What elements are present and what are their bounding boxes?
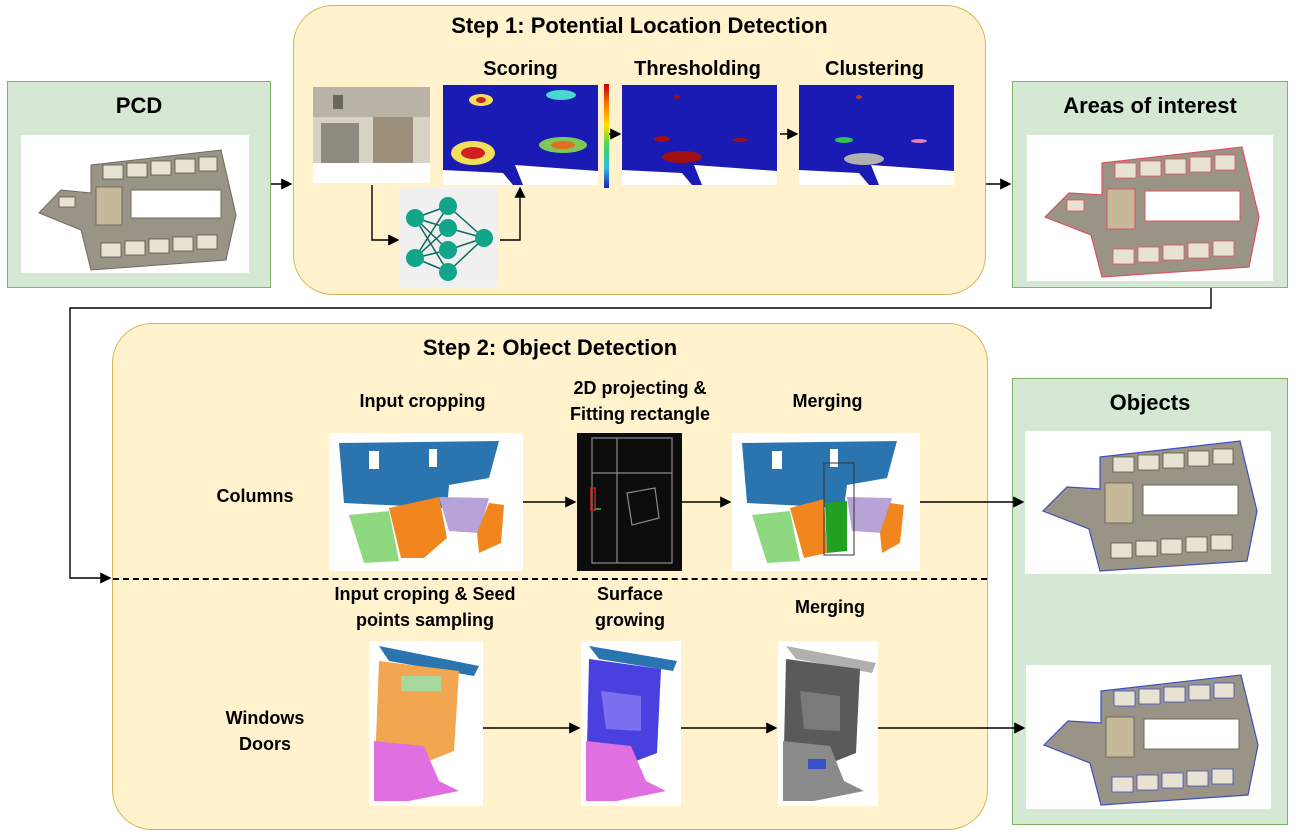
step2-divider bbox=[113, 578, 987, 580]
step2-title: Step 2: Object Detection bbox=[422, 335, 678, 360]
input-cropping-label: Input cropping bbox=[359, 391, 486, 411]
scoring-label: Scoring bbox=[483, 58, 558, 80]
nn-icon bbox=[400, 188, 498, 287]
thresholding-map bbox=[622, 85, 777, 185]
input-cropping-pointcloud bbox=[329, 433, 523, 571]
objects-floorplan-image-columns bbox=[1025, 431, 1271, 574]
thresholding-label: Thresholding bbox=[634, 58, 761, 80]
areas-title: Areas of interest bbox=[1063, 93, 1237, 118]
merging-columns-pointcloud bbox=[732, 433, 920, 571]
scoring-heatmap bbox=[443, 85, 598, 185]
pcd-title: PCD bbox=[115, 93, 163, 118]
projecting-label-1: 2D projecting & bbox=[573, 378, 707, 398]
surface-label-1: Surface bbox=[596, 584, 664, 604]
surface-label-2: growing bbox=[595, 610, 665, 630]
areas-floorplan-image bbox=[1027, 135, 1273, 281]
objects-floorplan-image-openings bbox=[1026, 665, 1271, 809]
merging-openings-pointcloud bbox=[778, 641, 878, 806]
clustering-map bbox=[799, 85, 954, 185]
step1-title: Step 1: Potential Location Detection bbox=[451, 13, 828, 38]
objects-title: Objects bbox=[1109, 390, 1191, 415]
clustering-label: Clustering bbox=[825, 58, 924, 80]
colorbar bbox=[604, 84, 609, 188]
merging-top-label: Merging bbox=[792, 391, 863, 411]
projecting-label-2: Fitting rectangle bbox=[569, 404, 710, 424]
seed-sampling-pointcloud bbox=[369, 641, 483, 806]
columns-label: Columns bbox=[216, 486, 294, 506]
seed-label-1: Input croping & Seed bbox=[334, 584, 516, 604]
merging-bottom-label: Merging bbox=[795, 597, 865, 617]
pcd-floorplan-image bbox=[21, 135, 249, 273]
doors-label: Doors bbox=[238, 734, 291, 754]
windows-label: Windows bbox=[225, 708, 305, 728]
surface-growing-pointcloud bbox=[581, 641, 681, 806]
seed-label-2: points sampling bbox=[355, 610, 494, 630]
rgb-room-image bbox=[313, 87, 430, 183]
projection-image bbox=[577, 433, 682, 571]
